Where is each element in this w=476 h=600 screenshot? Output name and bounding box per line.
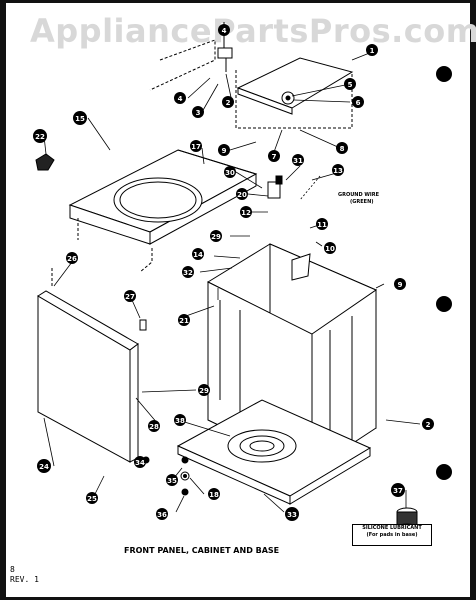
svg-text:12: 12 xyxy=(241,209,251,217)
callout-14: 14 xyxy=(192,248,204,260)
svg-text:9: 9 xyxy=(398,281,403,289)
callout-28: 28 xyxy=(148,420,160,432)
svg-text:13: 13 xyxy=(333,167,343,175)
svg-text:27: 27 xyxy=(125,293,135,301)
svg-text:20: 20 xyxy=(237,191,247,199)
revision: REV. 1 xyxy=(10,575,39,584)
callout-31: 31 xyxy=(292,154,304,166)
callout-9-top: 9 xyxy=(218,144,230,156)
base-33 xyxy=(176,399,372,505)
callout-7: 7 xyxy=(268,150,280,162)
svg-text:2: 2 xyxy=(426,421,431,429)
callout-13: 13 xyxy=(332,164,344,176)
svg-text:24: 24 xyxy=(39,463,49,471)
svg-text:7: 7 xyxy=(272,153,277,161)
binder-hole-icon xyxy=(436,66,452,82)
callout-9: 9 xyxy=(394,278,406,290)
callout-11: 11 xyxy=(316,218,328,230)
svg-text:8: 8 xyxy=(340,145,345,153)
binder-hole-icon xyxy=(436,296,452,312)
callout-5: 5 xyxy=(344,78,356,90)
callout-32: 32 xyxy=(182,266,194,278)
callout-33: 33 xyxy=(285,507,299,521)
front-panel-24 xyxy=(37,290,139,463)
callout-26: 26 xyxy=(66,252,78,264)
svg-text:15: 15 xyxy=(75,115,85,123)
callout-12: 12 xyxy=(240,206,252,218)
callout-29-upper: 29 xyxy=(210,230,222,242)
callout-34: 34 xyxy=(134,456,146,468)
callout-10: 10 xyxy=(324,242,336,254)
page-number: 8 xyxy=(10,565,15,574)
svg-text:25: 25 xyxy=(87,495,97,503)
callout-20: 20 xyxy=(236,188,248,200)
callout-3: 3 xyxy=(192,106,204,118)
watermark: AppliancePartsPros.com xyxy=(30,12,476,50)
callout-21: 21 xyxy=(178,314,190,326)
callout-4-left: 4 xyxy=(174,92,186,104)
svg-text:38: 38 xyxy=(175,417,185,425)
callout-6: 6 xyxy=(352,96,364,108)
leader-lines xyxy=(43,51,421,513)
dashed-guides xyxy=(51,218,153,286)
callout-38: 38 xyxy=(174,414,186,426)
svg-text:31: 31 xyxy=(293,157,303,165)
callout-36: 36 xyxy=(156,508,168,520)
ground-wire-label: GROUND WIRE (GREEN) xyxy=(338,192,379,205)
svg-text:36: 36 xyxy=(157,511,167,519)
diagram-caption: FRONT PANEL, CABINET AND BASE xyxy=(124,546,280,555)
svg-text:33: 33 xyxy=(287,511,297,519)
svg-text:10: 10 xyxy=(325,245,335,253)
callout-25: 25 xyxy=(86,492,98,504)
svg-text:4: 4 xyxy=(222,27,227,35)
callout-2-top: 2 xyxy=(222,96,234,108)
svg-text:18: 18 xyxy=(209,491,219,499)
svg-text:2: 2 xyxy=(226,99,231,107)
svg-text:11: 11 xyxy=(317,221,327,229)
svg-text:6: 6 xyxy=(356,99,361,107)
callout-24: 24 xyxy=(37,459,51,473)
callout-8: 8 xyxy=(336,142,348,154)
small-parts xyxy=(35,153,283,496)
silicone-lubricant-label: SILICONE LUBRICANT (For pads in base) xyxy=(352,524,432,546)
callout-4-top: 4 xyxy=(218,24,230,36)
svg-text:22: 22 xyxy=(35,133,45,141)
svg-text:29: 29 xyxy=(199,387,209,395)
svg-text:5: 5 xyxy=(348,81,353,89)
svg-text:29: 29 xyxy=(211,233,221,241)
callout-35: 35 xyxy=(166,474,178,486)
callout-17: 17 xyxy=(190,140,202,152)
callout-2: 2 xyxy=(422,418,434,430)
svg-text:9: 9 xyxy=(222,147,227,155)
svg-text:21: 21 xyxy=(179,317,189,325)
svg-text:34: 34 xyxy=(135,459,145,467)
callout-18: 18 xyxy=(208,488,220,500)
svg-text:4: 4 xyxy=(178,95,183,103)
lid-assembly xyxy=(149,22,354,129)
svg-text:1: 1 xyxy=(370,47,375,55)
callout-29: 29 xyxy=(198,384,210,396)
callout-15: 15 xyxy=(73,111,87,125)
svg-text:35: 35 xyxy=(167,477,177,485)
callout-1: 1 xyxy=(366,44,378,56)
binder-hole-icon xyxy=(436,464,452,480)
svg-text:32: 32 xyxy=(183,269,193,277)
callout-bubbles: 1 5 6 8 7 9 4 3 2 4 15 22 17 30 31 13 20… xyxy=(33,24,434,521)
svg-text:3: 3 xyxy=(196,109,201,117)
svg-text:28: 28 xyxy=(149,423,159,431)
svg-text:14: 14 xyxy=(193,251,203,259)
top-console-15 xyxy=(68,149,258,245)
callout-30: 30 xyxy=(224,166,236,178)
svg-text:17: 17 xyxy=(191,143,201,151)
callout-27: 27 xyxy=(124,290,136,302)
callout-22: 22 xyxy=(33,129,47,143)
svg-text:26: 26 xyxy=(67,255,77,263)
svg-text:30: 30 xyxy=(225,169,235,177)
callout-37: 37 xyxy=(391,483,405,497)
svg-text:37: 37 xyxy=(393,487,403,495)
